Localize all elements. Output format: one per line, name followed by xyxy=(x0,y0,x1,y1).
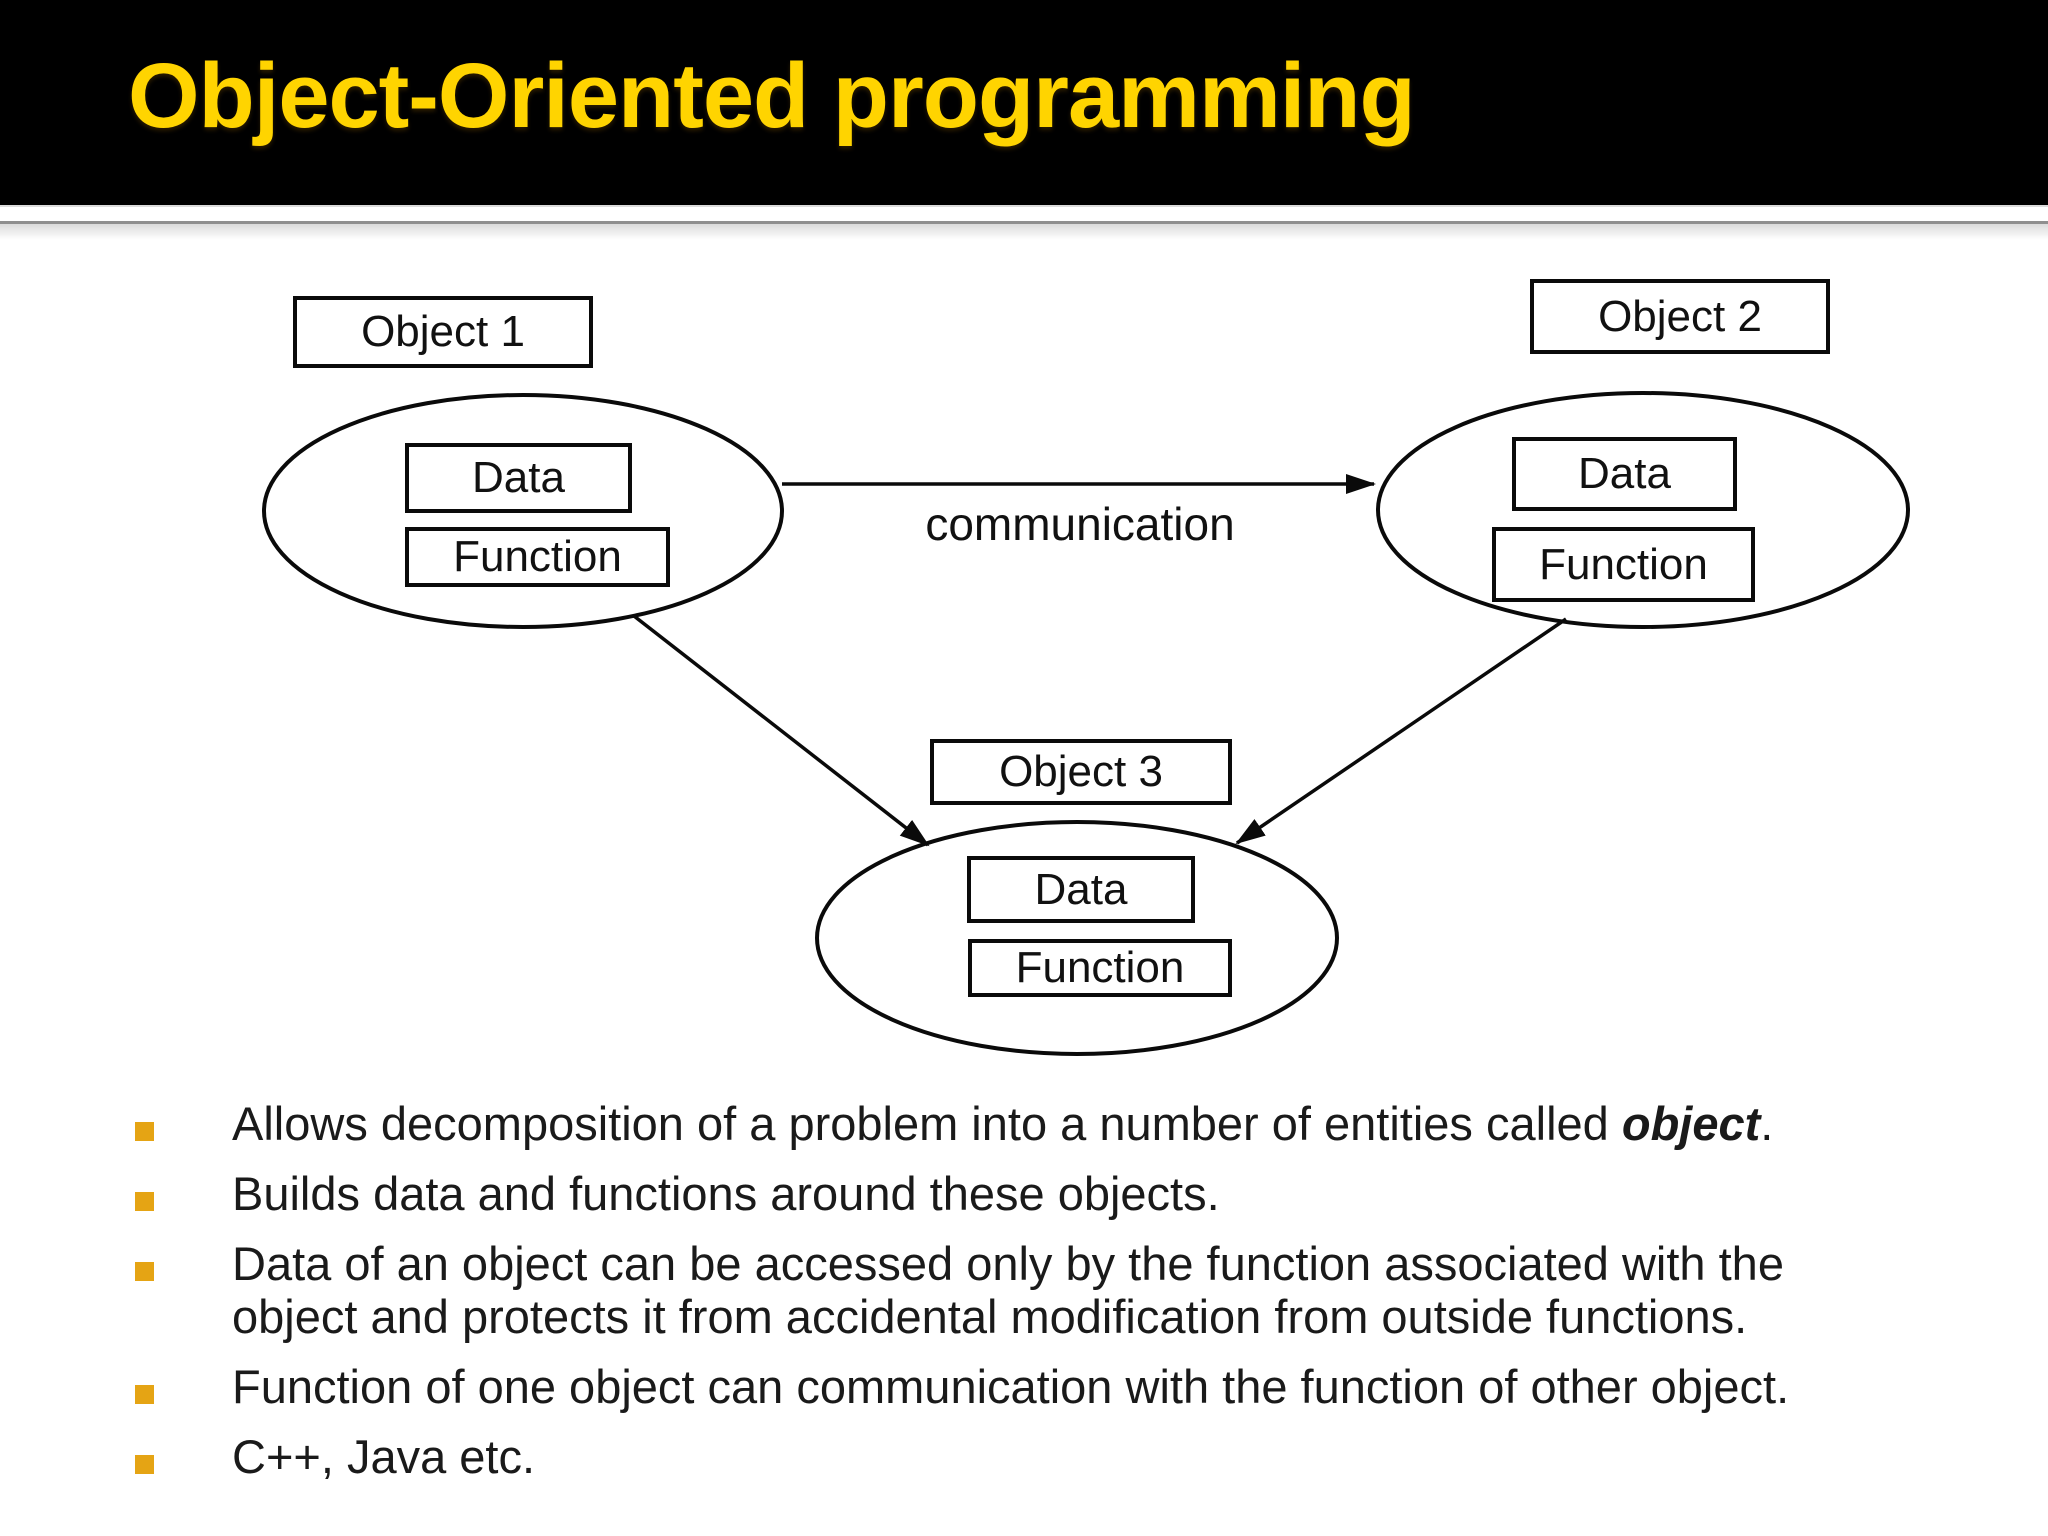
header-separator-hairline xyxy=(0,205,2048,207)
bullet-text-emphasis: object xyxy=(1621,1097,1761,1150)
bullet-text: Function of one object can communication… xyxy=(232,1360,1790,1413)
object1-data-box: Data xyxy=(405,443,632,513)
object3-function-box: Function xyxy=(968,939,1232,997)
arrow-object1-to-object3 xyxy=(632,614,930,847)
communication-arrow-label: communication xyxy=(925,498,1235,550)
object1-function-box: Function xyxy=(405,527,670,587)
list-item: Data of an object can be accessed only b… xyxy=(135,1237,1925,1343)
bullet-text: Builds data and functions around these o… xyxy=(232,1167,1220,1220)
arrow-object2-to-object3 xyxy=(1235,617,1567,845)
list-item: C++, Java etc. xyxy=(135,1430,1925,1483)
list-item: Allows decomposition of a problem into a… xyxy=(135,1097,1925,1150)
header-bar: Object-Oriented programming xyxy=(0,0,2048,205)
bullet-text-line2: object and protects it from accidental m… xyxy=(232,1290,1748,1343)
header-separator-shadow xyxy=(0,224,2048,240)
bullet-text-suffix: . xyxy=(1760,1097,1774,1150)
bullet-marker-icon xyxy=(135,1262,154,1281)
bullet-text: Data of an object can be accessed only b… xyxy=(232,1237,1925,1343)
object2-function-box: Function xyxy=(1492,527,1755,602)
bullet-marker-icon xyxy=(135,1192,154,1211)
header-separator-line xyxy=(0,221,2048,224)
list-item: Builds data and functions around these o… xyxy=(135,1167,1925,1220)
bullet-text: C++, Java etc. xyxy=(232,1430,536,1483)
bullet-list: Allows decomposition of a problem into a… xyxy=(135,1097,1925,1500)
object3-data-box: Data xyxy=(967,856,1195,923)
object2-label-box: Object 2 xyxy=(1530,279,1830,354)
object3-label-box: Object 3 xyxy=(930,739,1232,805)
bullet-marker-icon xyxy=(135,1385,154,1404)
bullet-text-line1: Data of an object can be accessed only b… xyxy=(232,1237,1784,1290)
bullet-text-plain: Allows decomposition of a problem into a… xyxy=(232,1097,1622,1150)
page-title: Object-Oriented programming xyxy=(128,45,1416,147)
bullet-marker-icon xyxy=(135,1122,154,1141)
bullet-text: Allows decomposition of a problem into a… xyxy=(232,1097,1773,1150)
bullet-marker-icon xyxy=(135,1455,154,1474)
object2-data-box: Data xyxy=(1512,437,1737,511)
object1-label-box: Object 1 xyxy=(293,296,593,368)
list-item: Function of one object can communication… xyxy=(135,1360,1925,1413)
